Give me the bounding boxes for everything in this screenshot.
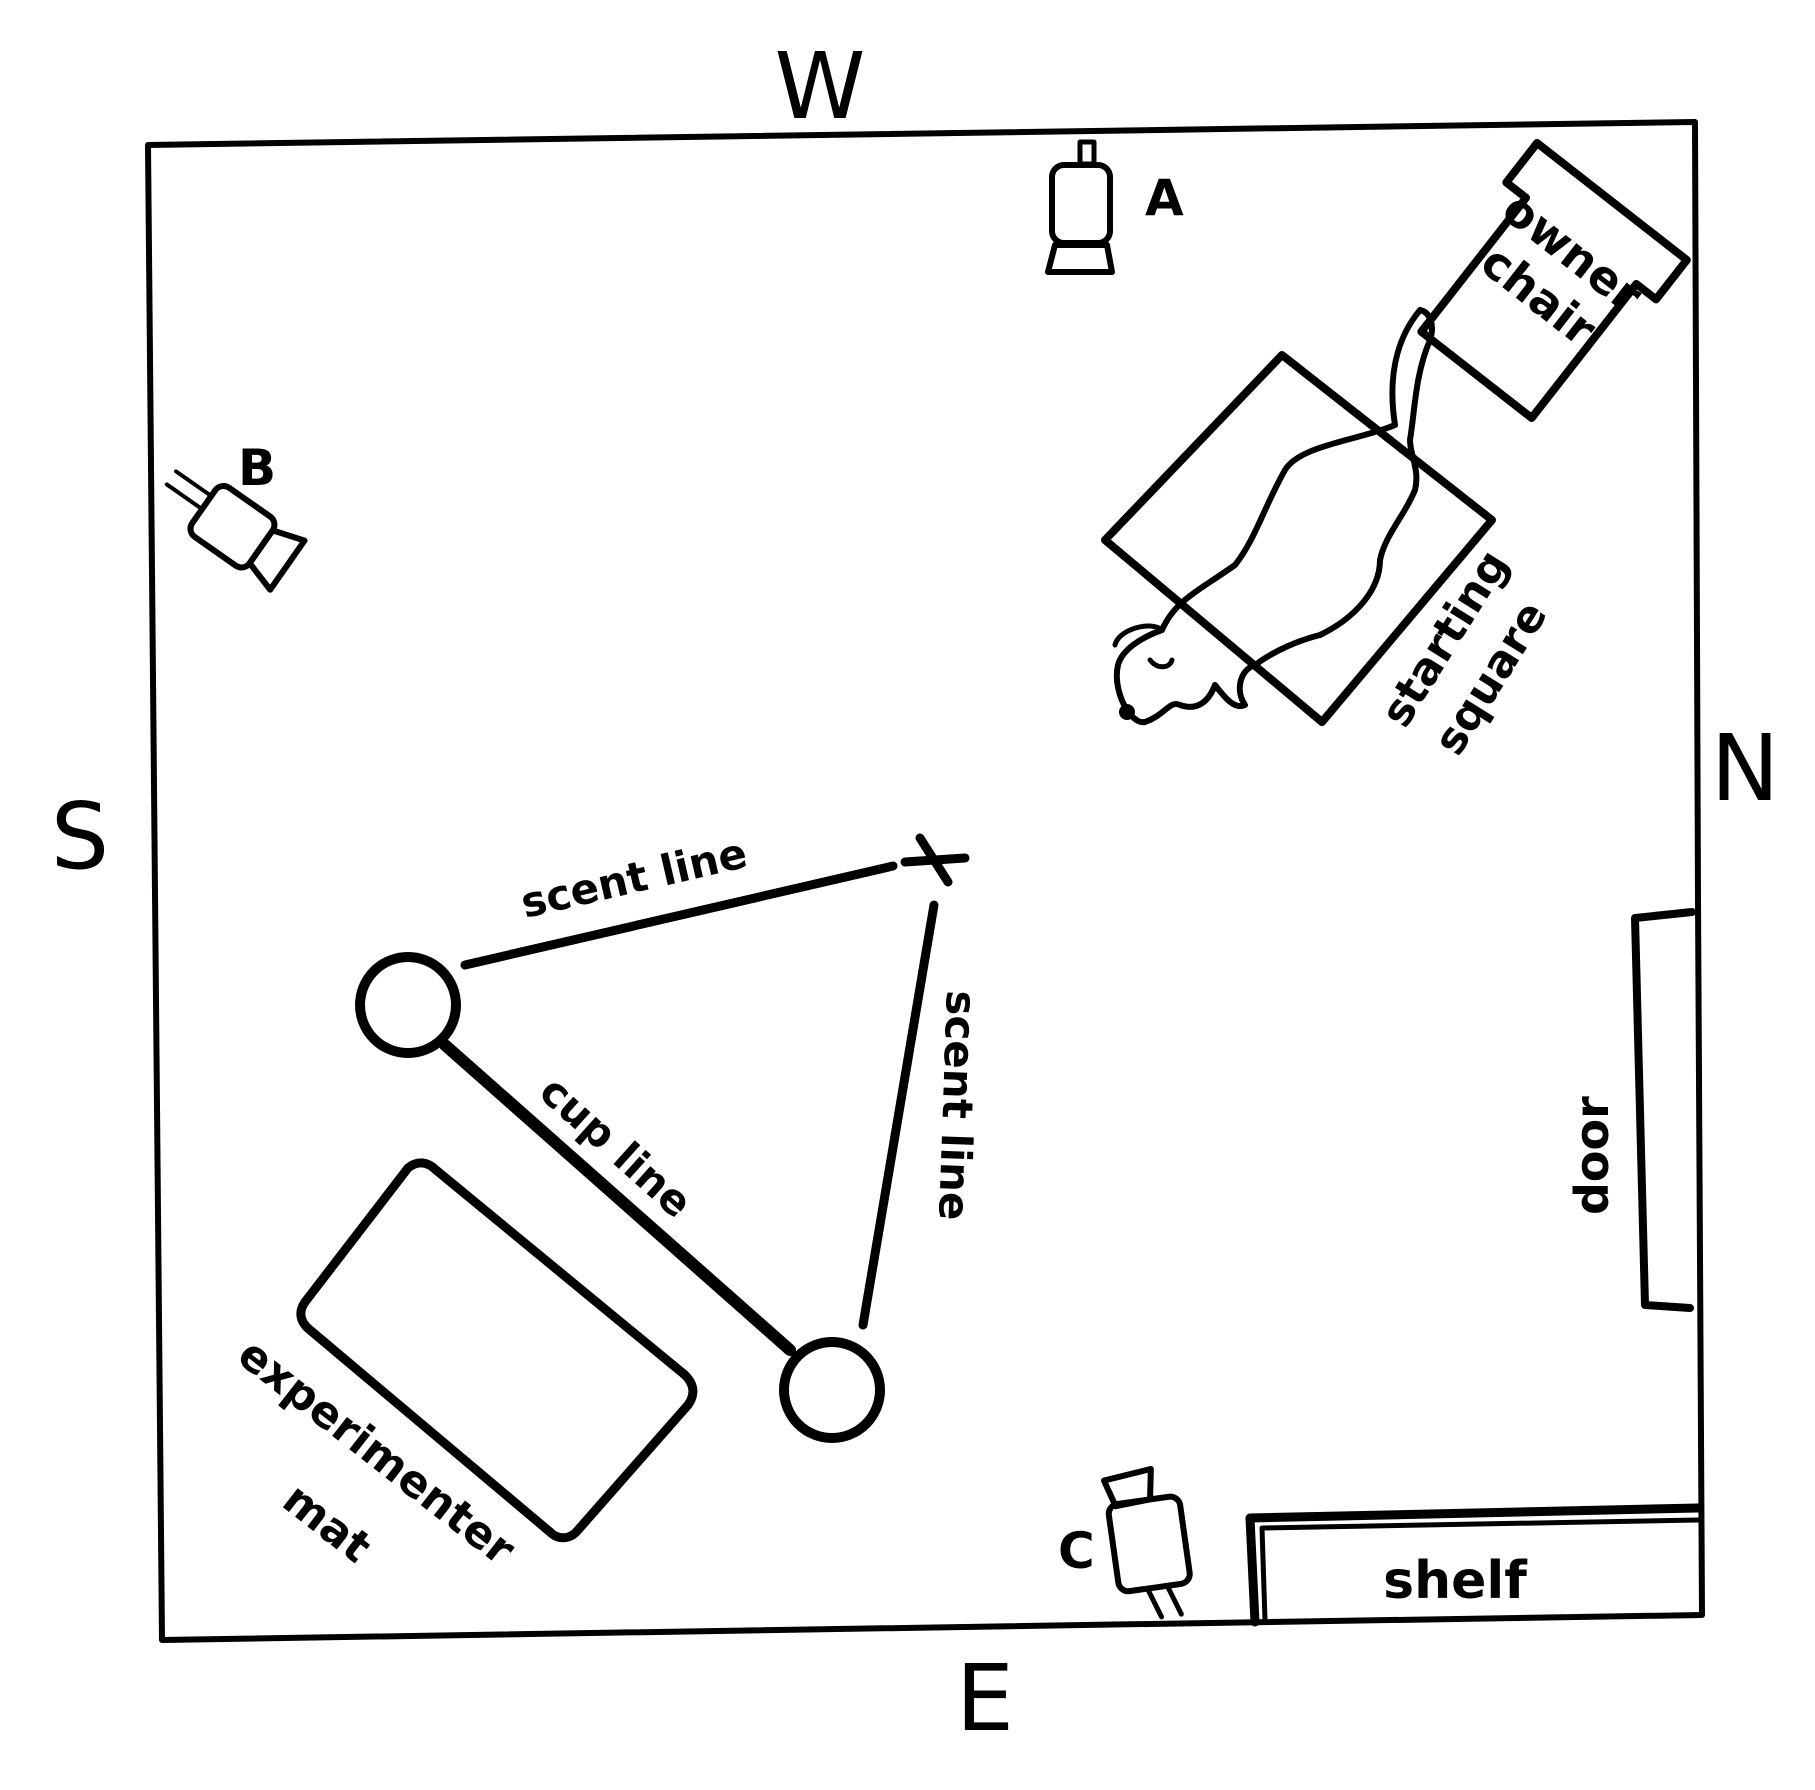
shelf: shelf: [1245, 1503, 1703, 1627]
camera-b-label: B: [238, 439, 276, 497]
scent-line-right: [858, 900, 939, 1330]
cup-circle-icon: [779, 1337, 885, 1443]
shelf-label: shelf: [1383, 1551, 1528, 1611]
experimenter-mat-label-line2: mat: [273, 1473, 381, 1573]
door-label: door: [1565, 1096, 1619, 1215]
camera-c: C: [1058, 1465, 1193, 1620]
room-wall: [145, 119, 1705, 1643]
door: door: [1565, 908, 1696, 1312]
camera-c-label: C: [1058, 1522, 1095, 1580]
video-camera-icon: [164, 469, 308, 593]
compass-north: N: [1711, 715, 1780, 822]
experimenter-mat: experimenter mat: [228, 1158, 698, 1576]
plus-marker-icon: [900, 833, 970, 887]
camera-a: A: [1045, 139, 1184, 275]
video-camera-icon: [1045, 139, 1115, 275]
scent-line-top: [460, 861, 898, 970]
experimenter-mat-label-line1: experimenter: [228, 1328, 524, 1575]
cup-circle-icon: [355, 952, 461, 1058]
compass-west: W: [775, 33, 866, 140]
scent-line-right-label: scent line: [929, 990, 986, 1222]
compass-south: S: [51, 783, 109, 890]
dog-icon: [1112, 307, 1435, 726]
compass-east: E: [956, 1645, 1014, 1752]
video-camera-icon: [1100, 1465, 1193, 1620]
camera-a-label: A: [1145, 169, 1184, 227]
cup-line: [439, 1039, 796, 1356]
camera-b: B: [164, 439, 308, 593]
owner-chair: owner chair: [1417, 139, 1691, 422]
scent-line-top-label: scent line: [516, 828, 751, 928]
